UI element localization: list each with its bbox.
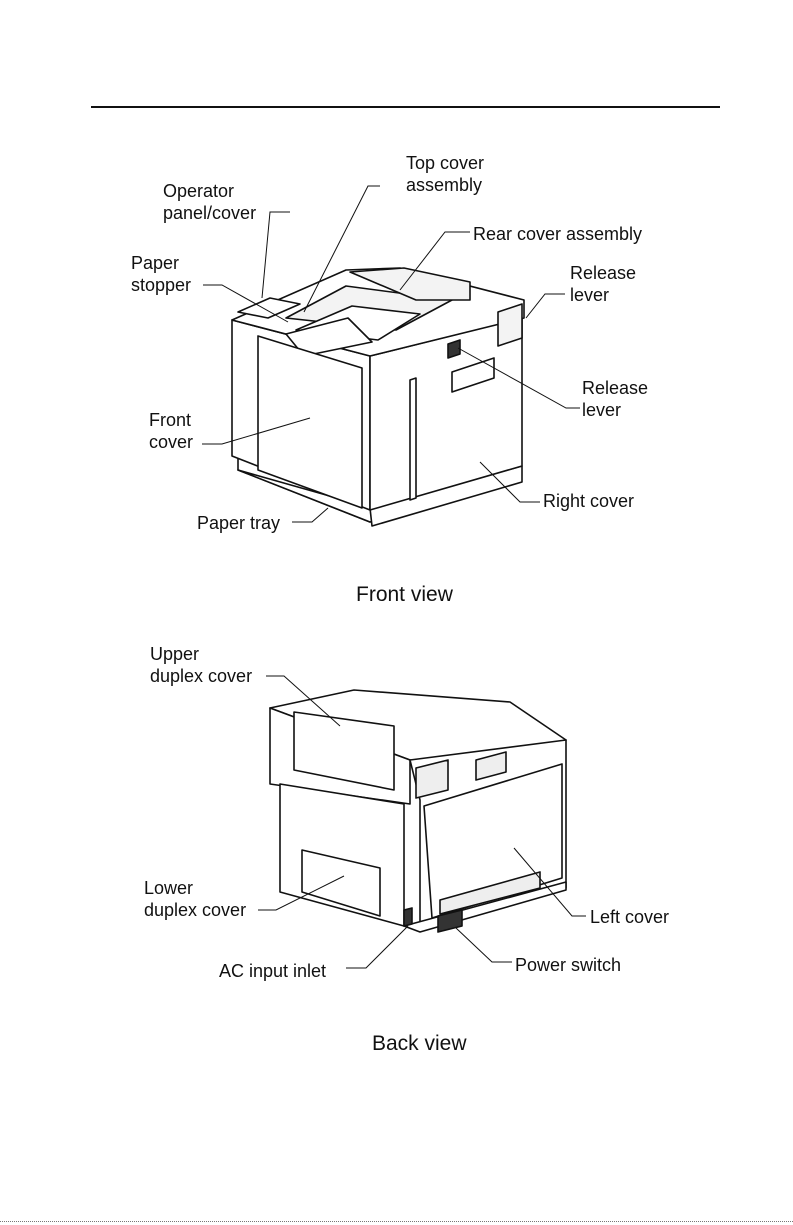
label-ac-input-inlet: AC input inlet [219, 960, 326, 982]
label-paper-tray: Paper tray [197, 512, 280, 534]
caption-back-view: Back view [372, 1031, 467, 1057]
label-rear-cover-assembly: Rear cover assembly [473, 223, 642, 245]
caption-front-view: Front view [356, 582, 453, 608]
label-front-cover: Front cover [149, 409, 193, 453]
label-top-cover-assembly: Top cover assembly [406, 152, 484, 196]
label-power-switch: Power switch [515, 954, 621, 976]
page-bottom-edge [0, 1221, 793, 1222]
label-upper-duplex-cover: Upper duplex cover [150, 643, 252, 687]
label-operator-panel: Operator panel/cover [163, 180, 256, 224]
label-left-cover: Left cover [590, 906, 669, 928]
label-lower-duplex-cover: Lower duplex cover [144, 877, 246, 921]
label-release-lever-top: Release lever [570, 262, 636, 306]
label-paper-stopper: Paper stopper [131, 252, 191, 296]
label-right-cover: Right cover [543, 490, 634, 512]
label-release-lever-side: Release lever [582, 377, 648, 421]
